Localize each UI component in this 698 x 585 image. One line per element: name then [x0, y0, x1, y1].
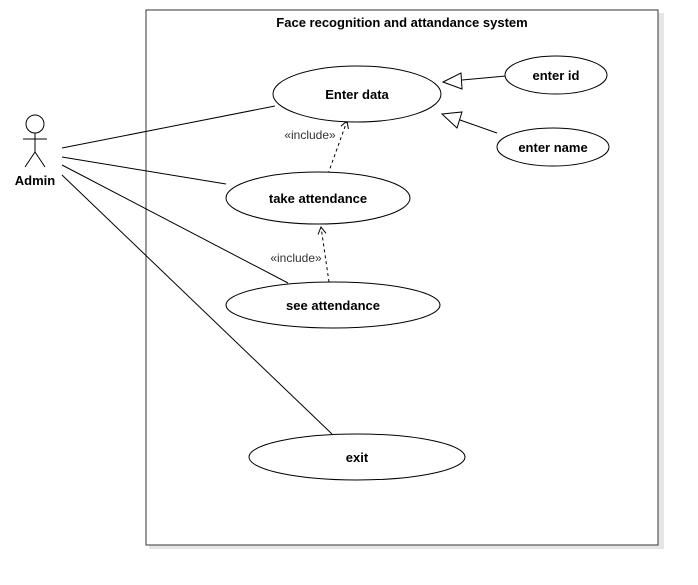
use-case-exit: exit — [248, 433, 466, 481]
use-case-exit-label: exit — [346, 450, 369, 465]
use-case-see-attendance: see attendance — [225, 281, 441, 329]
include-label-1: «include» — [284, 128, 336, 142]
association-admin-enter-data — [61, 105, 276, 149]
association-admin-take-attendance — [61, 156, 227, 185]
use-case-enter-data-label: Enter data — [325, 87, 389, 102]
generalization-enter-name-line — [459, 119, 498, 134]
use-case-take-attendance: take attendance — [225, 171, 411, 225]
generalization-enter-id-arrowhead — [441, 72, 463, 90]
use-case-see-attendance-label: see attendance — [286, 298, 380, 313]
association-admin-exit — [61, 174, 333, 435]
use-case-take-attendance-label: take attendance — [269, 191, 367, 206]
use-case-enter-data: Enter data — [272, 65, 442, 123]
association-admin-see-attendance — [61, 164, 289, 284]
generalization-enter-id-line — [461, 75, 507, 81]
actor-admin-icon — [23, 114, 47, 168]
use-case-enter-name: enter name — [496, 127, 610, 167]
include-label-2: «include» — [270, 251, 322, 265]
actor-admin-label: Admin — [15, 173, 56, 188]
use-case-enter-id: enter id — [504, 55, 608, 95]
system-title: Face recognition and attandance system — [276, 15, 527, 30]
use-case-enter-name-label: enter name — [518, 140, 587, 155]
use-case-enter-id-label: enter id — [533, 68, 580, 83]
generalization-enter-name-arrowhead — [440, 111, 463, 129]
